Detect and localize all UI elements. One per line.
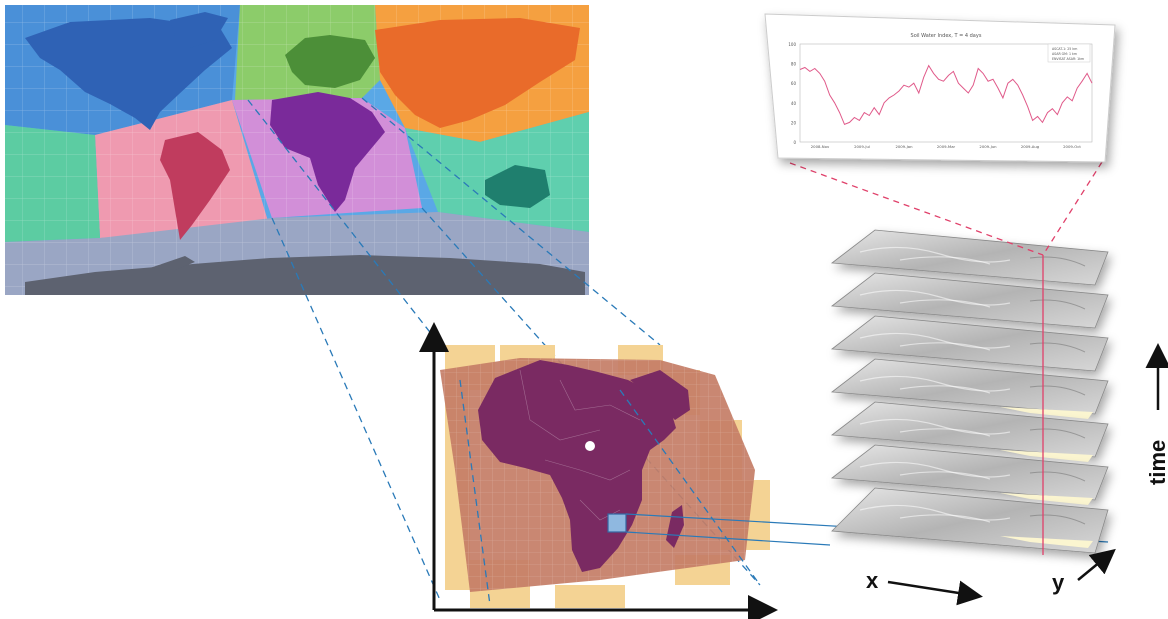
stack-layer bbox=[830, 229, 1109, 286]
y-tick-label: 60 bbox=[791, 81, 797, 86]
stack-layer bbox=[831, 487, 1109, 554]
y-tick-label: 20 bbox=[791, 120, 797, 125]
x-tick-label: 2009-Mar bbox=[937, 144, 956, 149]
projection-lines-front bbox=[459, 379, 761, 606]
legend-entry: ASAR GM: 1 km bbox=[1052, 52, 1077, 56]
greenland-land bbox=[170, 12, 228, 48]
chart-content: Soil Water Index, T = 4 days100806040200… bbox=[788, 33, 1093, 149]
nodata-wedge bbox=[1000, 536, 1093, 548]
satellite-image bbox=[830, 229, 1109, 286]
image-texture bbox=[859, 246, 1011, 265]
stack-layer bbox=[830, 272, 1109, 329]
image-texture bbox=[859, 289, 1011, 308]
x-tick-label: 2008-Nov bbox=[811, 144, 830, 149]
x-tick-label: 2009-Jan bbox=[895, 144, 913, 149]
y-tick-label: 80 bbox=[791, 62, 797, 67]
image-stack bbox=[830, 229, 1109, 554]
stack-layer bbox=[830, 444, 1109, 505]
selected-pixel[interactable] bbox=[607, 513, 627, 533]
image-texture bbox=[859, 332, 1011, 351]
image-texture bbox=[859, 375, 1011, 394]
image-texture bbox=[859, 461, 1011, 480]
x-tick-label: 2009-Oct bbox=[1063, 144, 1081, 149]
north-america-land bbox=[25, 18, 232, 130]
location-dot bbox=[585, 441, 595, 451]
series-line bbox=[799, 64, 1093, 126]
stack-layer bbox=[830, 401, 1109, 462]
legend-entry: ASCAT-1: 25 km bbox=[1052, 47, 1077, 51]
image-texture bbox=[859, 504, 1011, 523]
antarctica-land bbox=[25, 255, 585, 295]
chart-title: Soil Water Index, T = 4 days bbox=[911, 33, 982, 39]
europe-land bbox=[285, 35, 375, 88]
arabia-land bbox=[630, 370, 690, 420]
africa-tile bbox=[440, 345, 770, 608]
nodata-wedge bbox=[1000, 493, 1093, 505]
tile-axes bbox=[419, 322, 778, 619]
asia-land bbox=[375, 18, 580, 128]
timeseries-chart bbox=[764, 13, 1116, 163]
africa-land-small bbox=[270, 92, 385, 212]
nodata-wedge bbox=[1000, 407, 1093, 419]
y-arrow bbox=[1077, 548, 1116, 581]
y-axis-label: y bbox=[1052, 570, 1065, 595]
x-tick-label: 2009-Jun bbox=[979, 144, 997, 149]
y-tick-label: 0 bbox=[793, 140, 796, 145]
world-map bbox=[5, 5, 589, 295]
antarctica-peninsula bbox=[150, 256, 195, 270]
time-axis-label: time bbox=[1145, 440, 1168, 485]
x-tick-label: 2009-Jul bbox=[854, 144, 870, 149]
australia-land bbox=[485, 165, 550, 208]
plot-frame bbox=[799, 43, 1093, 143]
x-arrow bbox=[887, 580, 983, 606]
stack-layer bbox=[830, 358, 1109, 419]
y-tick-label: 100 bbox=[788, 42, 796, 47]
x-axis-label: x bbox=[866, 568, 879, 593]
satellite-image bbox=[830, 358, 1109, 415]
south-america-land bbox=[160, 132, 230, 240]
chart-panel bbox=[764, 13, 1116, 163]
chart-link-lines bbox=[789, 161, 1103, 256]
x-tick-label: 2009-Aug bbox=[1021, 144, 1040, 149]
madagascar-land bbox=[666, 505, 684, 548]
legend-entry: ENVISAT ASAR: 1km bbox=[1052, 57, 1084, 61]
satellite-image bbox=[830, 444, 1109, 501]
stack-layer bbox=[830, 315, 1109, 372]
image-texture bbox=[859, 418, 1011, 437]
satellite-image bbox=[830, 315, 1109, 372]
nodata-wedge bbox=[1000, 450, 1093, 462]
satellite-image bbox=[830, 272, 1109, 329]
y-tick-label: 40 bbox=[791, 101, 797, 106]
satellite-image bbox=[830, 401, 1109, 458]
